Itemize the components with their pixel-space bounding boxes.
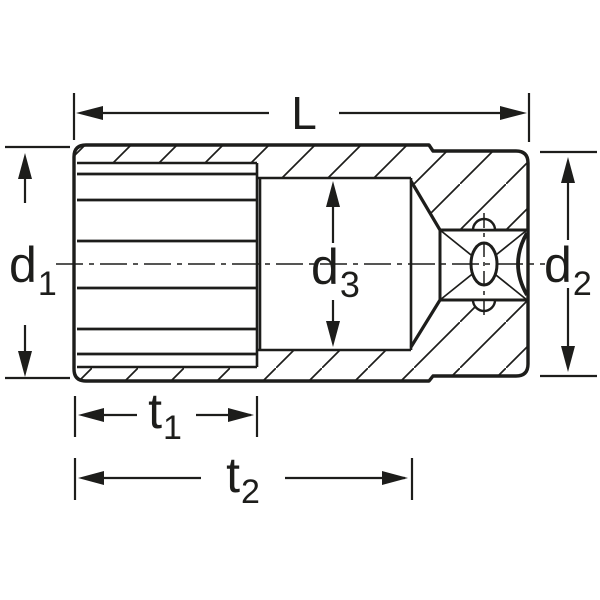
extension-lines xyxy=(72,93,531,142)
dim-label-d3: d3 xyxy=(311,239,360,305)
arrowhead-down xyxy=(326,321,340,347)
extension-ticks xyxy=(73,396,259,437)
arrowhead-down xyxy=(18,351,32,377)
arrowhead-right xyxy=(382,471,408,485)
flute-lines xyxy=(77,172,257,356)
arrowhead-left xyxy=(78,408,104,422)
internal-edges xyxy=(77,161,442,369)
arrowhead-right xyxy=(500,106,527,120)
arrowhead-up xyxy=(561,157,575,183)
dimension-t1: t1 xyxy=(73,383,259,447)
section-hatch-region xyxy=(74,145,528,381)
taper-lines xyxy=(409,180,442,348)
arrowhead-left xyxy=(78,471,104,485)
center-lines xyxy=(56,213,545,318)
extension-ticks xyxy=(73,458,414,500)
dim-label-d1: d1 xyxy=(9,237,57,303)
dimension-t2: t2 xyxy=(73,447,414,511)
arrowhead-left xyxy=(76,106,103,120)
arrowhead-right xyxy=(228,408,254,422)
dim-label-length: L xyxy=(291,87,317,139)
dim-label-t2: t2 xyxy=(226,447,260,511)
body-outline xyxy=(72,143,530,383)
extension-lines xyxy=(540,150,597,378)
dimension-d2: d2 xyxy=(540,150,597,378)
arrowhead-up xyxy=(18,153,32,179)
extension-lines xyxy=(5,145,70,380)
dimension-d1: d1 xyxy=(5,145,70,380)
arrowhead-up xyxy=(326,181,340,207)
dimension-d3: d3 xyxy=(311,181,360,347)
dimension-length: L xyxy=(72,87,531,142)
arrowhead-down xyxy=(561,346,575,372)
dim-label-d2: d2 xyxy=(544,237,592,303)
dim-label-t1: t1 xyxy=(148,383,182,447)
